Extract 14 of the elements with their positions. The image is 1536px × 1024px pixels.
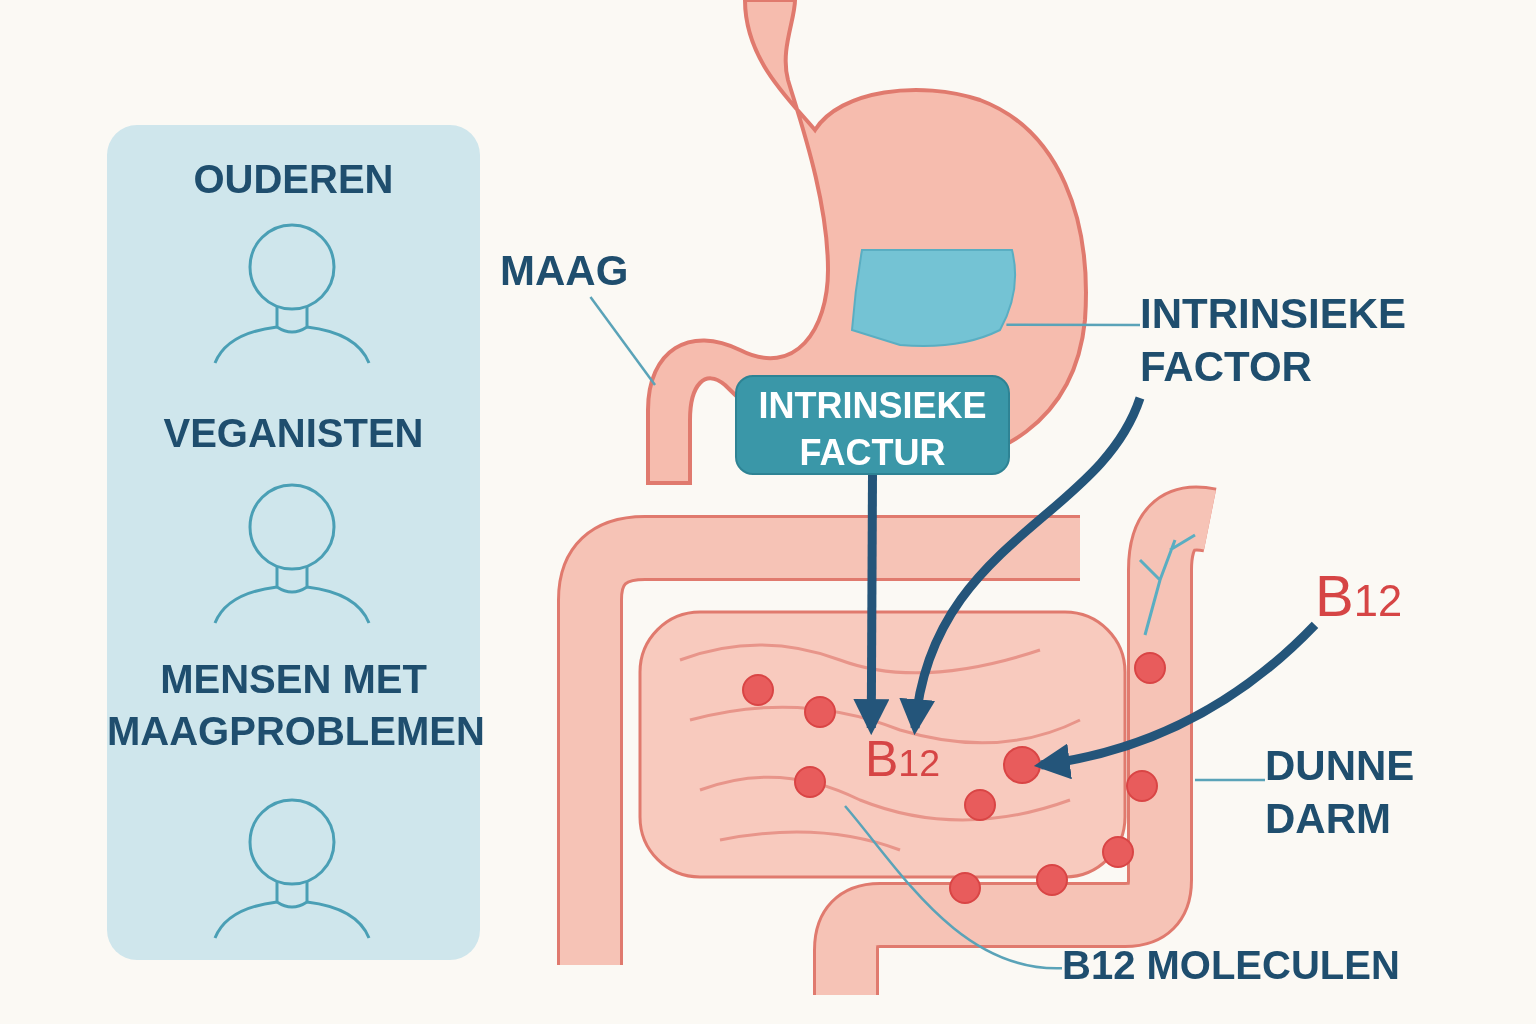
organ-label: B12 MOLECULEN [1062,940,1452,1000]
label-box: INTRINSIEKE FACTUR [735,375,1010,475]
arrow [1033,621,1319,779]
leader-line [1006,323,1140,327]
organ-label: DUNNE DARM [1265,740,1440,848]
arrow [853,475,890,736]
leader-line [589,296,656,386]
leader-line [1194,778,1265,782]
organ-label: MAAG [500,245,635,297]
leader-line [844,805,1063,970]
group-heading: VEGANISTEN [162,410,425,457]
organ-label: INTRINSIEKE FACTOR [1140,288,1425,398]
group-heading: OUDEREN [192,156,395,203]
arrow [901,396,1145,736]
